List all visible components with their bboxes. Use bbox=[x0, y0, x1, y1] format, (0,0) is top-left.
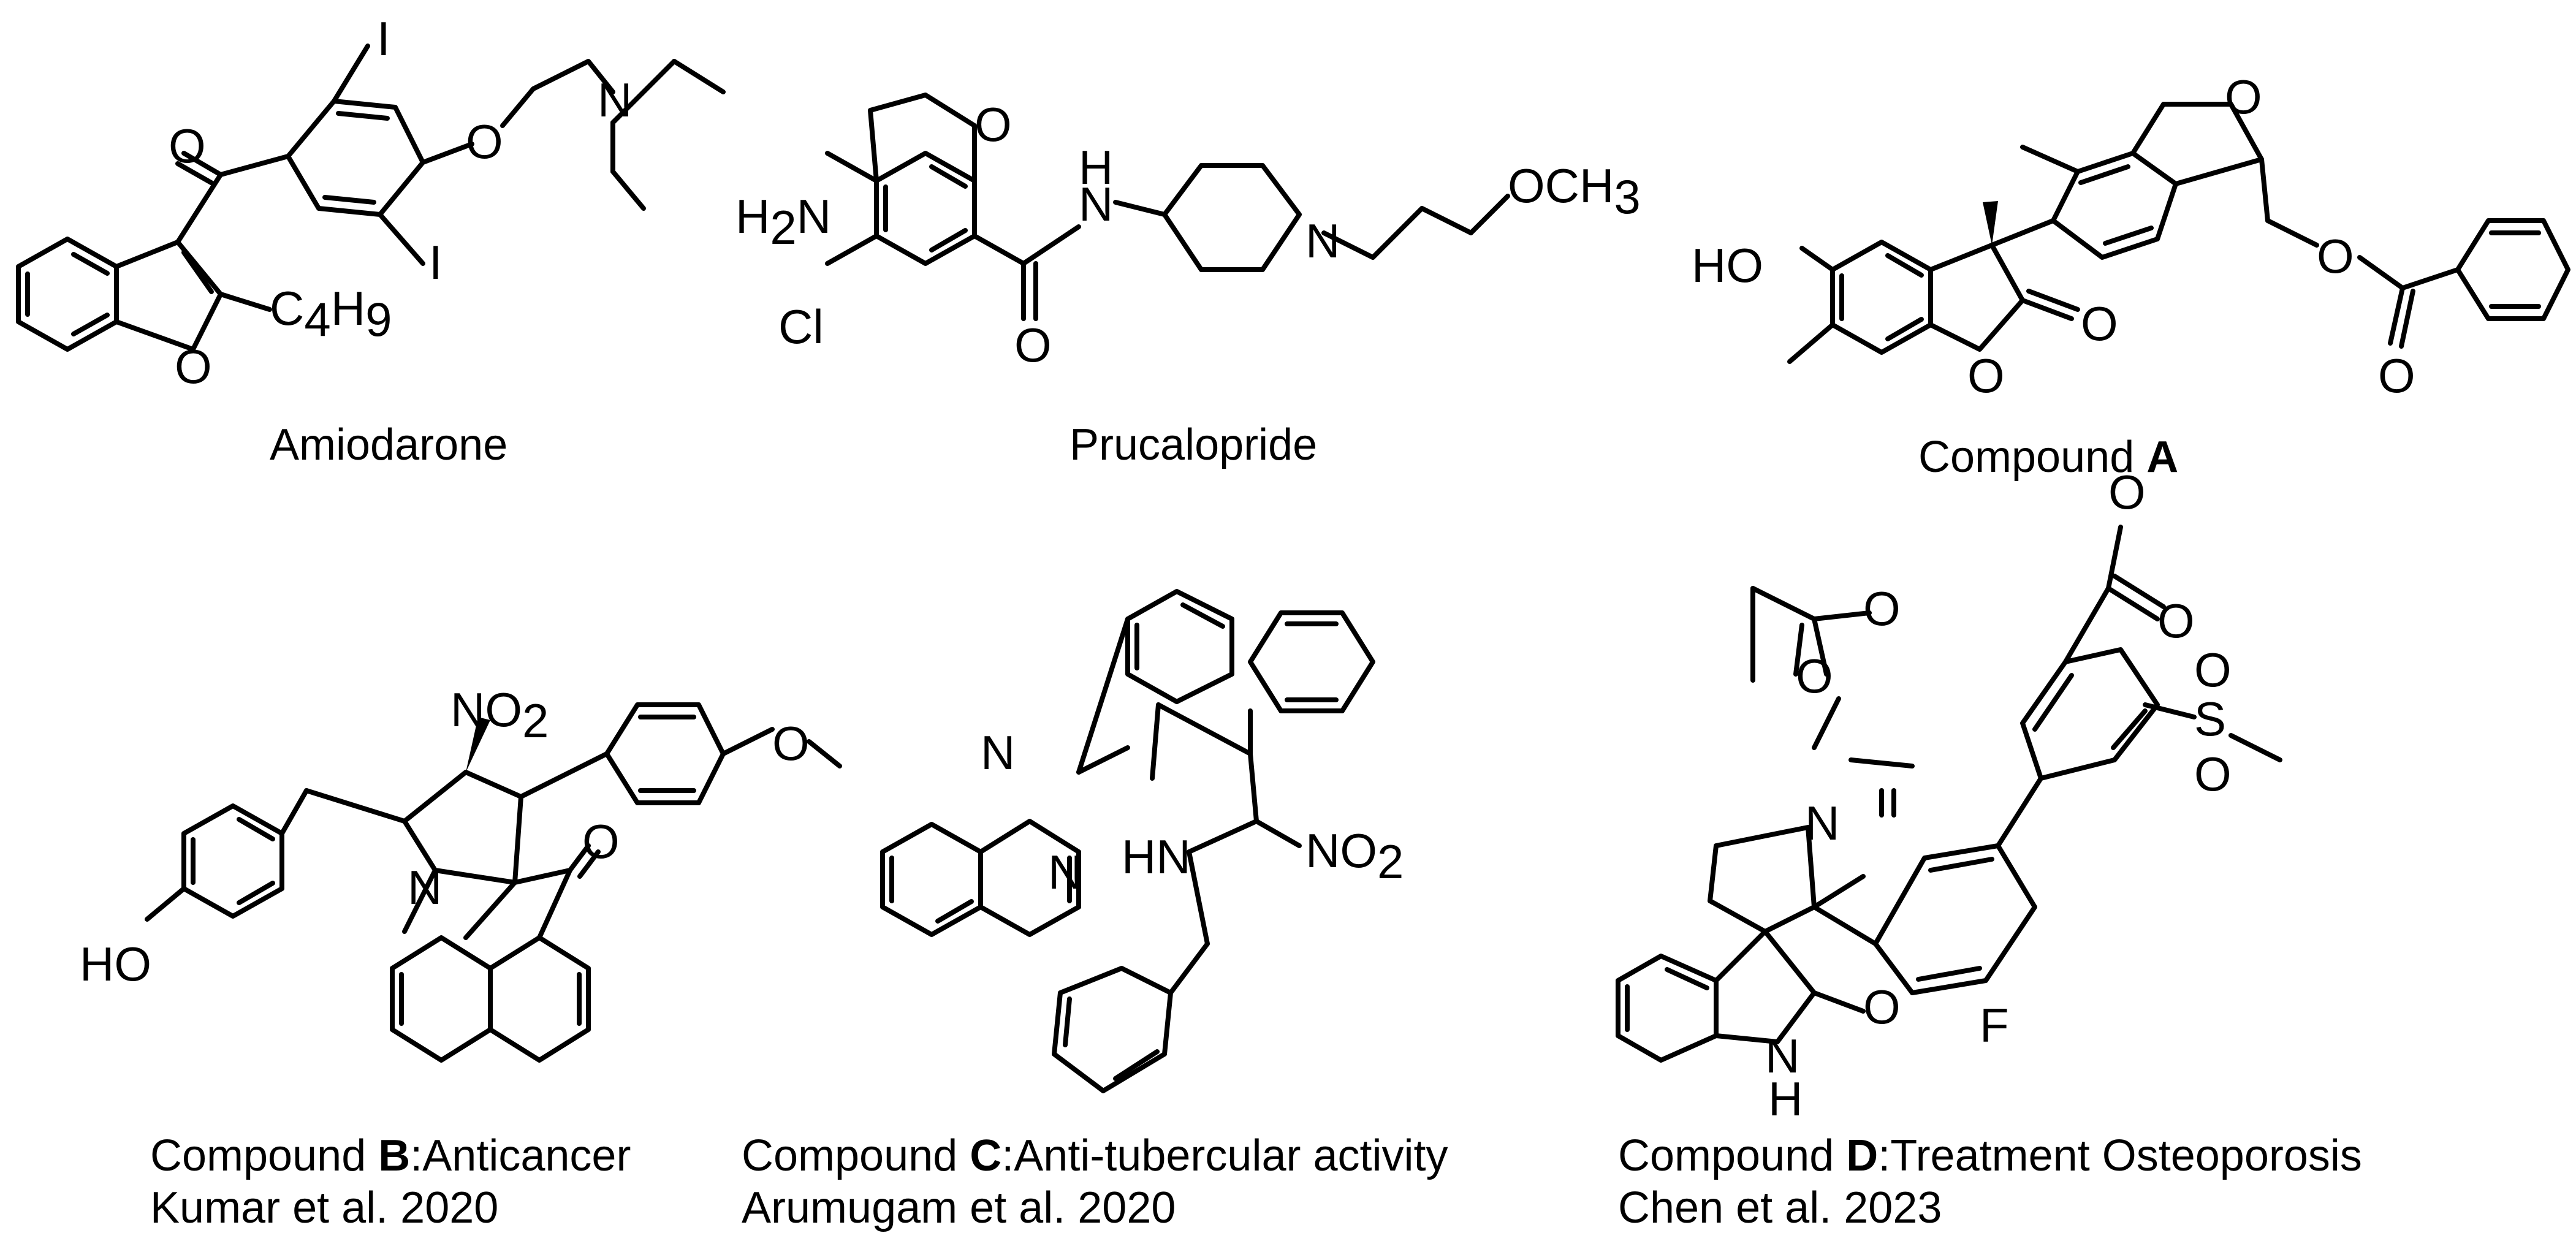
compound-d-atom-o-boc-carbonyl: O bbox=[1863, 582, 1901, 636]
compound-c-reference: Arumugam et al. 2020 bbox=[742, 1183, 1176, 1232]
compound-b-caption: Compound B:Anticancer bbox=[150, 1131, 631, 1180]
compound-d-atom-o-sulfonyl-bottom: O bbox=[2194, 747, 2232, 801]
compound-d-atom-o-oxindole: O bbox=[1863, 980, 1901, 1034]
amiodarone-atom-o-carbonyl: O bbox=[169, 119, 206, 173]
compound-d-atom-o-boc-ether: O bbox=[1796, 649, 1833, 703]
amiodarone-atom-i-top: I bbox=[377, 12, 390, 66]
prucalopride-structure bbox=[825, 93, 1510, 321]
compound-a-caption: Compound A bbox=[1918, 433, 2178, 482]
compound-d-atom-n-pyrrolidine: N bbox=[1805, 796, 1839, 850]
compound-b-atom-no2: NO2 bbox=[450, 683, 549, 748]
amiodarone-atom-n: N bbox=[598, 73, 632, 127]
compound-b-atom-o-methoxy: O bbox=[772, 716, 810, 770]
prucalopride-atom-cl: Cl bbox=[778, 300, 824, 354]
amiodarone-atom-o-ether: O bbox=[466, 115, 503, 169]
compound-d-atom-o-ester-carbonyl: O bbox=[2157, 594, 2195, 648]
compound-d-structure bbox=[1616, 525, 2282, 1063]
prucalopride-caption: Prucalopride bbox=[1070, 420, 1317, 469]
compound-a-atom-o-carbonyl: O bbox=[2081, 297, 2118, 351]
compound-c-structure bbox=[880, 589, 1375, 1093]
prucalopride-atom-n-piperidine: N bbox=[1305, 214, 1340, 268]
compound-c-atom-n-bottom: N bbox=[1048, 845, 1082, 899]
prucalopride-atom-nh: N bbox=[1079, 177, 1113, 231]
amiodarone-structure bbox=[16, 44, 726, 352]
prucalopride-atom-nh2: H2N bbox=[735, 189, 831, 254]
compound-a-atom-o-benzoyl: O bbox=[2378, 349, 2415, 403]
compound-c-atom-no2: NO2 bbox=[1305, 824, 1404, 889]
compound-d-atom-o-sulfonyl-top: O bbox=[2194, 643, 2232, 697]
compound-a-atom-o-ring: O bbox=[2225, 70, 2262, 124]
compound-d-caption: Compound D:Treatment Osteoporosis bbox=[1618, 1131, 2362, 1180]
compound-a-atom-o-lactone: O bbox=[1967, 349, 2005, 403]
compound-d-atom-f: F bbox=[1980, 998, 2009, 1052]
amiodarone-caption: Amiodarone bbox=[270, 420, 507, 469]
compound-a-structure bbox=[1787, 102, 2570, 364]
compound-b-structure bbox=[145, 702, 842, 1063]
compound-a-atom-ho: HO bbox=[1692, 238, 1763, 292]
prucalopride-atom-h: H bbox=[1079, 140, 1113, 194]
compound-d-atom-h-oxindole: H bbox=[1768, 1072, 1803, 1126]
compound-b-reference: Kumar et al. 2020 bbox=[150, 1183, 498, 1232]
compound-c-caption: Compound C:Anti-tubercular activity bbox=[742, 1131, 1448, 1180]
amiodarone-atom-butyl: C4H9 bbox=[270, 281, 392, 346]
prucalopride-atom-o-amide: O bbox=[1014, 318, 1052, 372]
compound-b-atom-ho: HO bbox=[80, 937, 151, 991]
compound-b-atom-n: N bbox=[408, 860, 442, 914]
amiodarone-atom-o-furan: O bbox=[175, 340, 212, 393]
compound-a-atom-o-ester: O bbox=[2317, 229, 2354, 283]
compound-c-atom-hn: HN bbox=[1122, 830, 1191, 884]
prucalopride-atom-o-ring: O bbox=[975, 97, 1012, 151]
amiodarone-atom-i-bottom: I bbox=[429, 235, 443, 289]
compound-b-atom-o-ketone: O bbox=[582, 814, 620, 868]
compound-c-atom-n-top: N bbox=[981, 726, 1015, 780]
compound-d-atom-o-methyl-ester: O bbox=[2108, 465, 2146, 519]
compound-d-atom-s: S bbox=[2194, 692, 2226, 746]
compound-d-atom-n-oxindole: N bbox=[1765, 1029, 1799, 1083]
prucalopride-atom-och3: OCH3 bbox=[1508, 159, 1641, 224]
compound-d-reference: Chen et al. 2023 bbox=[1618, 1183, 1942, 1232]
